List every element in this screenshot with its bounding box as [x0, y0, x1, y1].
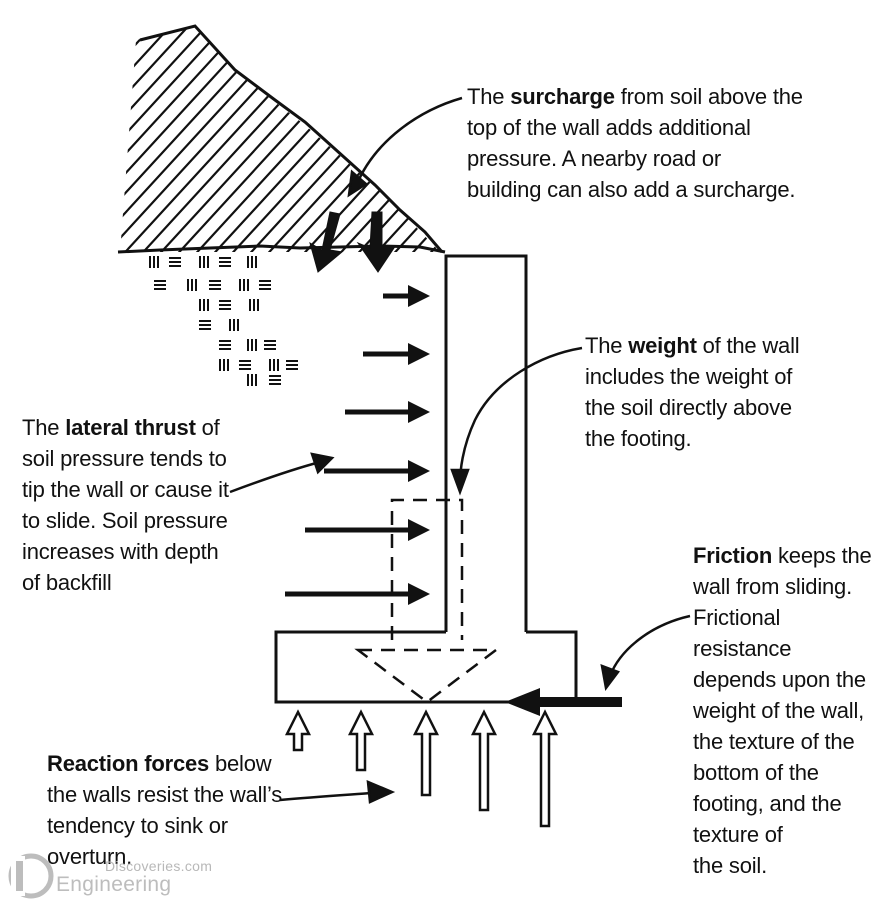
reaction-forces-label: Reaction forces below the walls resist t…	[47, 751, 283, 869]
logo-top-text: Discoveries.com	[105, 858, 213, 874]
lateral-arrow	[383, 285, 430, 307]
lateral-arrow	[324, 460, 430, 482]
surcharge-label: The surcharge from soil above the top of…	[467, 84, 803, 202]
lateral-arrow	[305, 519, 430, 541]
logo-mark-icon	[8, 853, 54, 899]
friction-label: Friction keeps the wall from sliding. Fr…	[693, 543, 872, 878]
surcharge-leader	[354, 96, 463, 187]
weight-dashed-arrow	[354, 498, 500, 704]
friction-leader	[608, 614, 691, 677]
friction-bold: Friction	[693, 543, 773, 568]
weight-bold: weight	[628, 333, 697, 358]
lateral-arrow	[285, 583, 430, 605]
surcharge-arrows	[309, 211, 395, 273]
reaction-arrow	[470, 709, 498, 812]
lateral-arrow	[345, 401, 430, 423]
lateral-arrow	[363, 343, 430, 365]
lateral-leader	[229, 460, 321, 494]
friction-arrow	[505, 688, 622, 716]
reaction-forces-bold: Reaction forces	[47, 751, 210, 776]
wall-stem	[444, 254, 528, 632]
wall-footing	[274, 630, 578, 704]
reaction-arrow	[531, 709, 559, 828]
reaction-arrow	[284, 709, 312, 752]
weight-label: The weight of the wall includes the weig…	[585, 333, 800, 451]
weight-leader	[458, 346, 583, 485]
leader-arrows	[229, 96, 691, 804]
lateral-thrust-bold: lateral thrust	[65, 415, 196, 440]
logo-bottom-text: Engineering	[56, 873, 172, 896]
watermark-logo: Discoveries.com Engineering	[8, 853, 238, 903]
lateral-thrust-label: The lateral thrust of soil pressure tend…	[22, 415, 229, 595]
reaction-force-arrows	[284, 709, 559, 828]
lateral-pressure-arrows	[285, 285, 430, 605]
reaction-leader	[279, 791, 373, 802]
reaction-arrow	[347, 709, 375, 772]
reaction-arrow	[412, 709, 440, 797]
surcharge-bold: surcharge	[510, 84, 615, 109]
